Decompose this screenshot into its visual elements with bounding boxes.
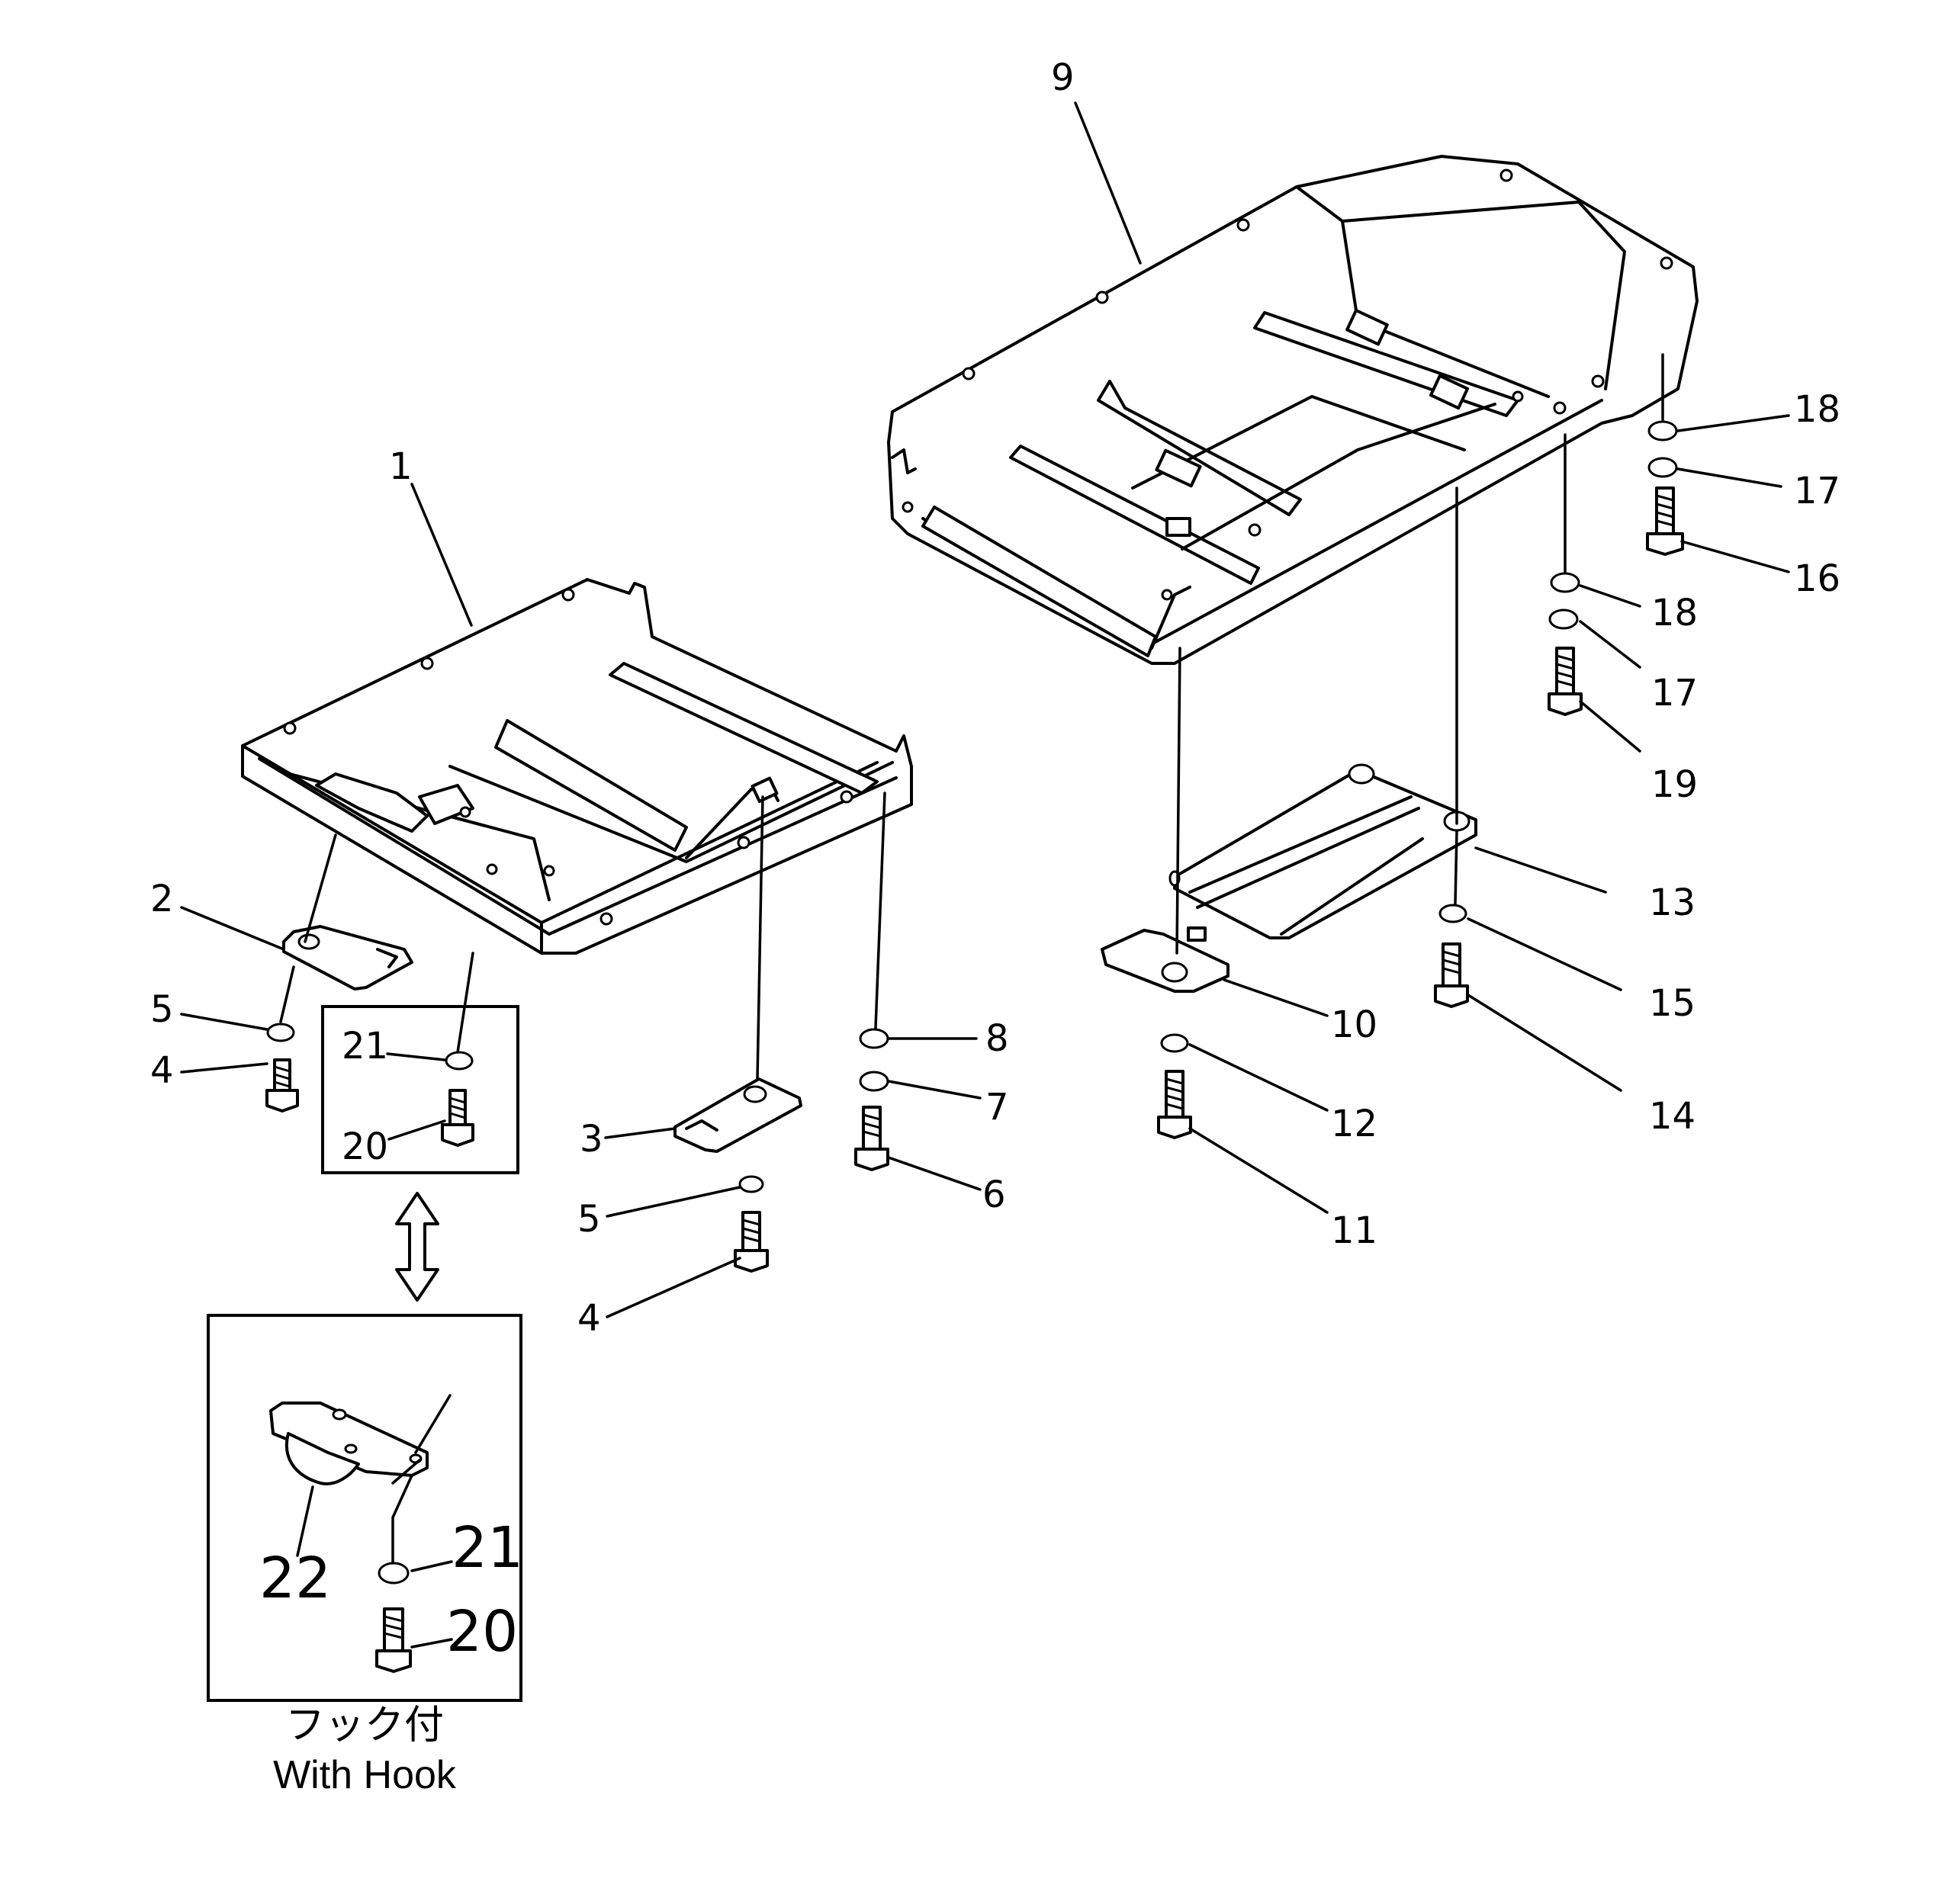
washer-17-top xyxy=(1647,457,1678,478)
callout-17-mid: 17 xyxy=(1651,672,1698,714)
callout-21-hook: 21 xyxy=(452,1515,523,1581)
double-arrow-icon xyxy=(395,1192,439,1302)
callout-11: 11 xyxy=(1331,1209,1377,1252)
callout-7: 7 xyxy=(985,1086,1009,1129)
bolt-20-hook xyxy=(375,1607,412,1673)
caption-english: With Hook xyxy=(273,1753,457,1797)
washer-7 xyxy=(859,1071,889,1092)
part-10-cover-plate xyxy=(1101,926,1229,993)
callout-21-inset: 21 xyxy=(342,1025,388,1068)
bolts xyxy=(265,486,1684,1673)
assembly-lines xyxy=(279,353,1664,1565)
callout-8: 8 xyxy=(985,1017,1009,1060)
bolt-11 xyxy=(1157,1070,1192,1139)
inset-frame-hook xyxy=(207,1314,522,1702)
part-9-rear-under-cover xyxy=(887,155,1699,665)
washer-18-top xyxy=(1647,420,1678,441)
callout-15: 15 xyxy=(1649,982,1696,1025)
part-3-cover-plate xyxy=(673,1077,802,1153)
callout-19: 19 xyxy=(1651,763,1698,806)
callout-22: 22 xyxy=(259,1546,331,1611)
callout-10: 10 xyxy=(1331,1003,1377,1046)
bolt-6 xyxy=(854,1106,889,1171)
washer-5-mid xyxy=(738,1175,764,1193)
washer-5-left xyxy=(266,1023,295,1042)
bolt-14 xyxy=(1434,942,1469,1008)
part-22-hook-plate xyxy=(269,1402,429,1485)
part-2-cover-plate xyxy=(282,925,413,991)
bolt-20-inset xyxy=(441,1089,474,1147)
callout-6: 6 xyxy=(982,1174,1006,1216)
washer-12 xyxy=(1160,1033,1189,1053)
washer-8 xyxy=(859,1028,889,1049)
washer-21-hook xyxy=(378,1562,410,1585)
callout-1: 1 xyxy=(389,445,413,488)
callout-18-mid: 18 xyxy=(1651,592,1698,634)
callout-18-top: 18 xyxy=(1794,388,1840,431)
callout-9: 9 xyxy=(1051,56,1075,99)
washers xyxy=(266,420,1678,1585)
callout-leaders xyxy=(180,101,1790,1649)
bolt-16 xyxy=(1646,486,1684,556)
callout-20-inset: 20 xyxy=(342,1125,388,1168)
callout-5-mid: 5 xyxy=(577,1198,601,1241)
callout-16: 16 xyxy=(1794,557,1840,600)
callout-13: 13 xyxy=(1649,881,1696,924)
callout-2: 2 xyxy=(150,878,174,920)
caption-japanese: フック付 xyxy=(285,1703,444,1748)
callout-17-top: 17 xyxy=(1794,470,1840,512)
callout-4-left: 4 xyxy=(150,1049,174,1092)
washer-21-inset xyxy=(445,1051,474,1071)
washer-17-mid xyxy=(1548,608,1579,630)
washer-18-mid xyxy=(1550,572,1580,593)
callout-5-left: 5 xyxy=(150,988,174,1031)
callout-12: 12 xyxy=(1331,1103,1377,1145)
bolt-4-mid xyxy=(734,1211,769,1273)
callout-numbers: 1 2 3 4 4 5 5 6 7 8 9 10 11 12 13 14 15 … xyxy=(150,56,1840,1665)
bolt-4-left xyxy=(265,1058,299,1113)
part-1-front-under-cover xyxy=(241,578,913,955)
callout-20-hook: 20 xyxy=(446,1599,518,1665)
bolt-19 xyxy=(1548,647,1583,716)
callout-3: 3 xyxy=(580,1118,603,1161)
inset-frame-small xyxy=(321,1005,519,1174)
part-13-plate xyxy=(1168,763,1477,939)
washer-15 xyxy=(1438,904,1467,923)
callout-14: 14 xyxy=(1649,1095,1696,1138)
callout-4-mid: 4 xyxy=(577,1297,601,1340)
